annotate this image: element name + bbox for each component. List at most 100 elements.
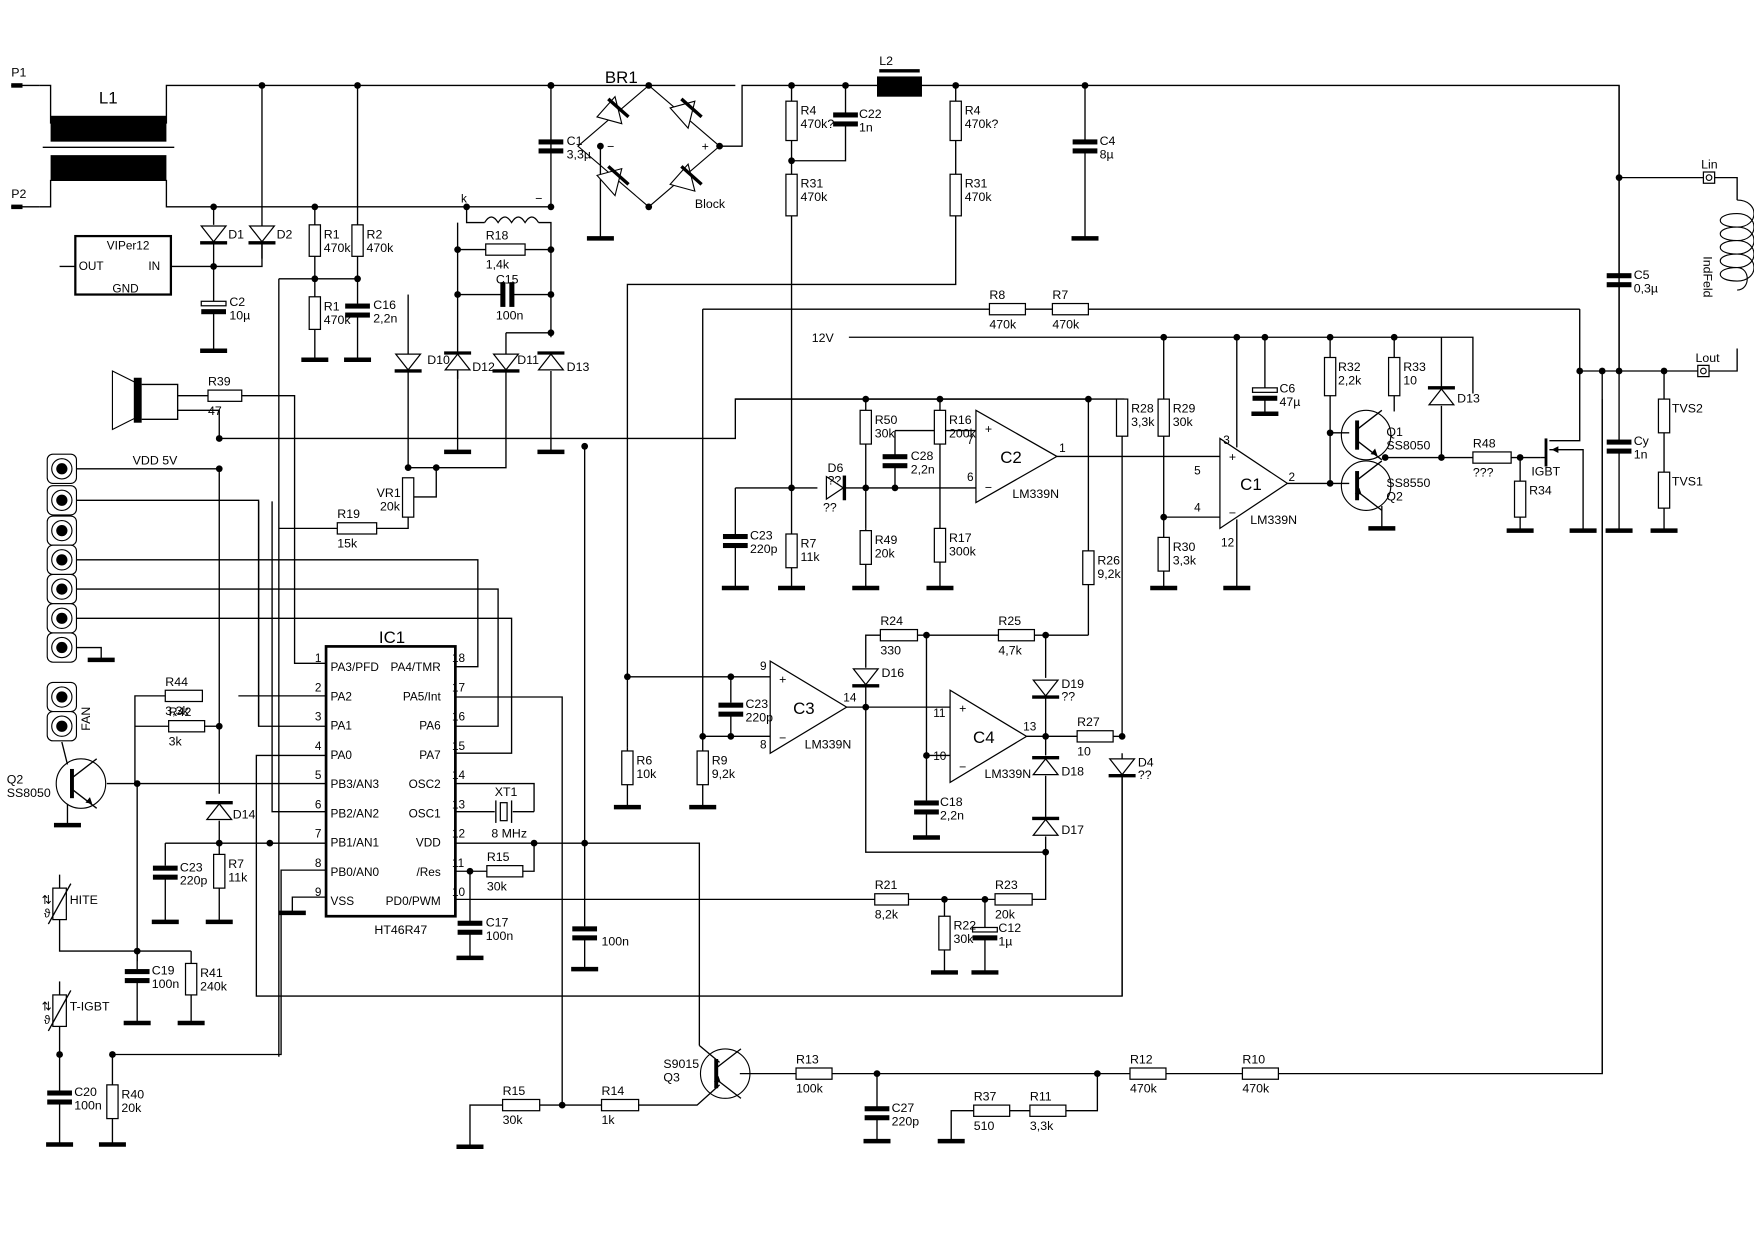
- C15-ref: C15: [496, 272, 519, 286]
- C22-ref: C22: [859, 107, 882, 121]
- D4-ref: D4: [1138, 756, 1154, 770]
- R21-value: 8,2k: [875, 907, 899, 921]
- resistor-TVS1: [1657, 471, 1671, 509]
- resistor-R44: [164, 689, 204, 703]
- C15-value: 100n: [496, 308, 524, 322]
- junction-dot: [862, 484, 870, 492]
- D6-value: ??: [823, 501, 837, 515]
- wire: [413, 467, 437, 498]
- wire: [241, 395, 327, 664]
- ic1-pin-num: 17: [452, 680, 465, 694]
- capacitor-plate: [201, 309, 226, 315]
- minus-sign: −: [985, 480, 992, 494]
- R11-ref: R11: [1030, 1090, 1052, 1104]
- bridge-diode-bar: [680, 97, 703, 119]
- plus-sign: +: [959, 702, 966, 716]
- connector-ring: [51, 715, 73, 737]
- pin-num: 2: [1289, 470, 1296, 484]
- terminal-lin-hole: [1705, 174, 1713, 181]
- R13-value: 100k: [796, 1082, 824, 1096]
- wire: [61, 741, 69, 765]
- wire: [865, 707, 1046, 853]
- wire: [919, 84, 1620, 371]
- junction-dot: [547, 203, 555, 211]
- resistor-R27: [1076, 730, 1114, 743]
- R1b-value: 470k: [324, 313, 352, 327]
- resistor-R19: [336, 522, 378, 535]
- R17-ref: R17: [949, 531, 972, 545]
- pin-num: 7: [967, 433, 974, 447]
- wire: [58, 919, 192, 952]
- pin-num: 12: [1221, 535, 1234, 549]
- wire: [444, 696, 563, 1106]
- bridge-diode: [596, 167, 623, 197]
- C12-value: 1µ: [998, 934, 1012, 948]
- thermistor-arrows: ⇅: [42, 893, 52, 907]
- R40-ref: R40: [121, 1087, 144, 1101]
- R1b-ref: R1: [324, 299, 340, 313]
- R2-ref: R2: [367, 227, 383, 241]
- TIGBT-ref: T-IGBT: [70, 1000, 110, 1014]
- wire: [368, 517, 409, 530]
- R10-ref: R10: [1242, 1053, 1265, 1067]
- resistor-VR1: [401, 477, 415, 518]
- capacitor-C4: [1072, 139, 1098, 145]
- R9-value: 9,2k: [712, 767, 736, 781]
- R33-value: 10: [1403, 373, 1417, 387]
- ic1-pin-num: 3: [315, 710, 322, 724]
- capacitor-C23a: [722, 533, 748, 540]
- Q3-ref: Q3: [663, 1070, 680, 1084]
- resistor-R7b: [785, 533, 798, 569]
- coil-indfeld: [1719, 199, 1754, 291]
- wire: [75, 559, 479, 668]
- junction-dot: [1094, 1070, 1101, 1077]
- C3op-part: LM339N: [805, 738, 852, 752]
- capacitor-plate: [345, 312, 370, 318]
- resistor-R48: [1472, 451, 1512, 464]
- R7c-value: 11k: [228, 870, 248, 884]
- resistor-R21: [874, 893, 910, 906]
- capacitor-C5: [1606, 273, 1632, 279]
- D2-ref: D2: [277, 227, 293, 241]
- pin-num: 11: [933, 706, 945, 720]
- ic1-pin-name: PB0/AN0: [331, 865, 380, 879]
- junction-dot: [624, 673, 631, 681]
- resistor-R29: [1157, 398, 1170, 437]
- R49-ref: R49: [875, 533, 898, 547]
- regulator-VIPer12: [74, 234, 173, 296]
- resistor-R7a: [1051, 302, 1089, 316]
- ic1-pin-name: VDD: [416, 836, 441, 850]
- thermistor-slash: [47, 990, 72, 1032]
- C2-value: 10µ: [229, 308, 250, 322]
- ic1-pin-name: VSS: [331, 894, 355, 908]
- R7a-ref: R7: [1052, 288, 1068, 302]
- D4-value: ??: [1138, 768, 1152, 782]
- R17-value: 300k: [949, 544, 977, 558]
- capacitor-C18: [914, 800, 939, 806]
- R29-value: 30k: [1173, 415, 1194, 429]
- Cy-value: 1n: [1634, 448, 1648, 462]
- R31b-ref: R31: [965, 177, 988, 191]
- theta-symbol: ϑ: [44, 906, 51, 920]
- speaker-cone: [111, 370, 136, 431]
- C4op-part: LM339N: [984, 767, 1031, 781]
- BR1-block-label: Block: [695, 197, 726, 211]
- R24-ref: R24: [880, 614, 903, 628]
- diode-D17: [1032, 818, 1060, 836]
- bridge-BR1-outline: [577, 84, 721, 208]
- R4a-value: 470k?: [801, 117, 835, 131]
- D11-ref: D11: [517, 353, 539, 367]
- k-mark: k: [461, 191, 467, 205]
- diode-D14: [205, 802, 233, 821]
- ic1-pin-name: /Res: [416, 865, 440, 879]
- VIPer-pin-out: OUT: [79, 259, 104, 273]
- inductor-small: [484, 216, 540, 224]
- igbt-arrow: [1551, 446, 1559, 454]
- R50-value: 30k: [875, 426, 896, 440]
- resistor-R34: [1513, 480, 1527, 518]
- R27-ref: R27: [1077, 715, 1100, 729]
- resistor-R24: [879, 628, 919, 642]
- emitter-arrow: [85, 797, 93, 804]
- capacitor-plate: [833, 121, 858, 127]
- R33-ref: R33: [1403, 360, 1426, 374]
